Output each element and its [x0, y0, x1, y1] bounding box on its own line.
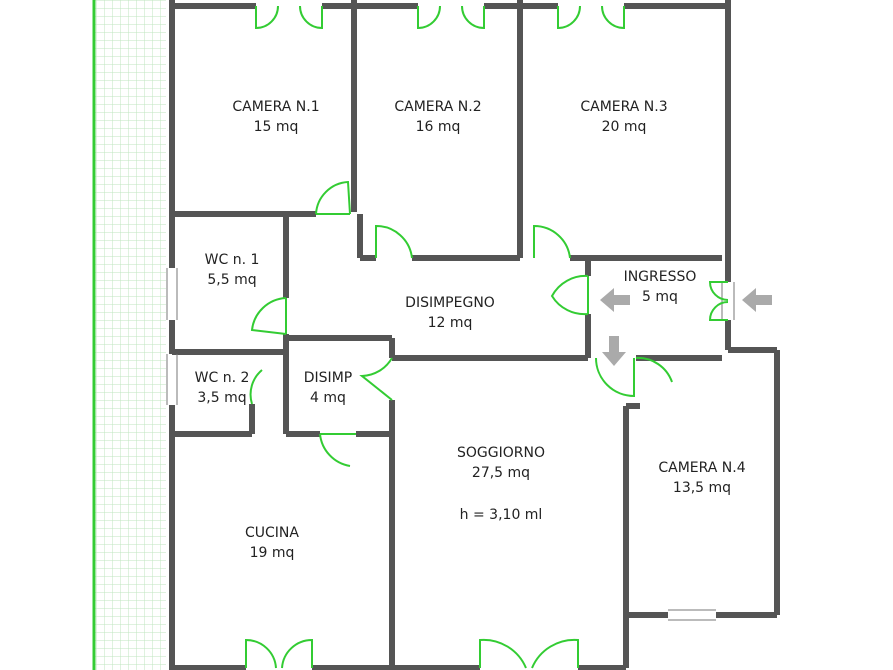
room-height: h = 3,10 ml [459, 507, 543, 523]
room-disimpegno: DISIMPEGNO 12 mq [386, 293, 514, 333]
room-area: 16 mq [415, 119, 461, 135]
room-area: 3,5 mq [197, 390, 247, 406]
room-area: 19 mq [249, 545, 295, 561]
room-area: 15 mq [253, 119, 299, 135]
room-cucina: CUCINA 19 mq [214, 523, 330, 563]
room-area: 12 mq [427, 315, 473, 331]
room-name: CAMERA N.3 [580, 99, 668, 115]
door-swing-icon [245, 5, 729, 669]
room-disimp: DISIMP 4 mq [288, 368, 368, 408]
entrance-arrow-icon [600, 288, 772, 366]
room-wc-1: WC n. 1 5,5 mq [184, 250, 280, 290]
room-area: 5 mq [642, 289, 678, 305]
room-area: 20 mq [601, 119, 647, 135]
room-name: SOGGIORNO [457, 445, 545, 461]
room-soggiorno: SOGGIORNO 27,5 mq h = 3,10 ml [430, 443, 572, 525]
room-name: INGRESSO [623, 269, 697, 285]
room-ingresso: INGRESSO 5 mq [604, 267, 716, 307]
room-area: 4 mq [310, 390, 346, 406]
windows [166, 268, 735, 621]
room-name: DISIMPEGNO [405, 295, 495, 311]
room-camera-4: CAMERA N.4 13,5 mq [634, 458, 770, 498]
room-camera-2: CAMERA N.2 16 mq [376, 97, 500, 137]
room-name: CAMERA N.4 [658, 460, 746, 476]
walls [169, 0, 780, 670]
room-name: WC n. 1 [204, 252, 260, 268]
room-area: 5,5 mq [207, 272, 257, 288]
room-name: WC n. 2 [194, 370, 250, 386]
room-name: CAMERA N.2 [394, 99, 482, 115]
room-name: CAMERA N.1 [232, 99, 320, 115]
room-area: 27,5 mq [471, 465, 531, 481]
terrace [92, 0, 166, 670]
room-wc-2: WC n. 2 3,5 mq [180, 368, 264, 408]
room-camera-3: CAMERA N.3 20 mq [562, 97, 686, 137]
room-camera-1: CAMERA N.1 15 mq [214, 97, 338, 137]
room-name: DISIMP [303, 370, 353, 386]
room-name: CUCINA [245, 525, 299, 541]
room-area: 13,5 mq [672, 480, 732, 496]
